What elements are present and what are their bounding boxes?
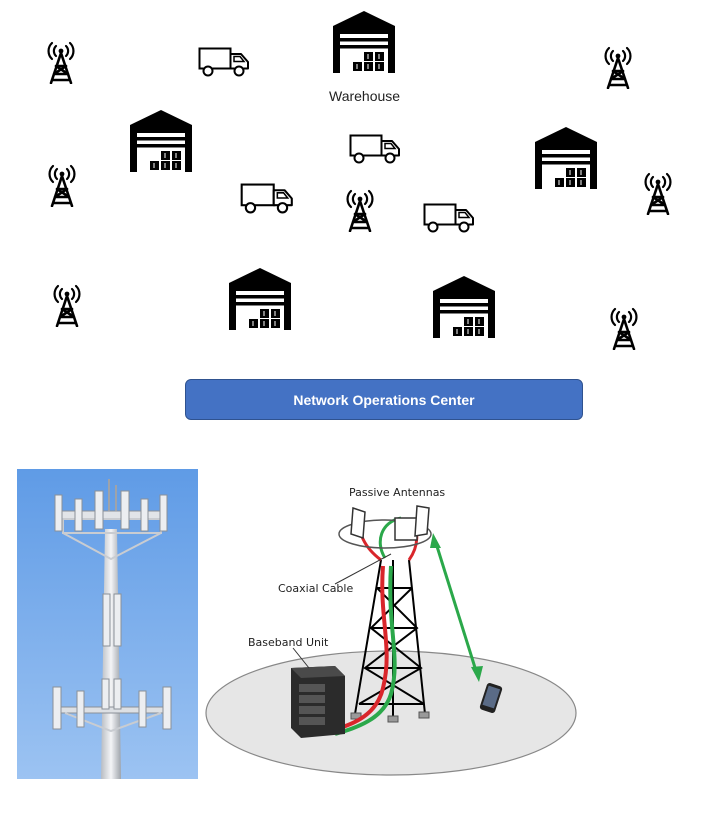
warehouse-icon (333, 11, 395, 73)
noc-label: Network Operations Center (293, 391, 475, 408)
warehouse-label: Warehouse (329, 88, 401, 104)
network-operations-center-box: Network Operations Center (185, 379, 583, 420)
cell-tower-photo (17, 469, 198, 779)
cell-tower-icon (641, 171, 675, 215)
cell-tower-icon (343, 188, 377, 232)
passive-antennas-label: Passive Antennas (349, 486, 445, 499)
warehouse-icon (433, 276, 495, 338)
cell-tower-icon (607, 306, 641, 350)
cell-tower-icon (45, 163, 79, 207)
truck-icon (423, 203, 475, 233)
warehouse-icon (229, 268, 291, 330)
warehouse-icon (535, 127, 597, 189)
truck-icon (349, 134, 401, 164)
truck-icon (240, 183, 294, 214)
truck-icon (198, 47, 250, 77)
warehouse-icon (130, 110, 192, 172)
baseband-unit-label: Baseband Unit (248, 636, 329, 649)
cell-tower-icon (44, 40, 78, 84)
coaxial-cable-label: Coaxial Cable (278, 582, 353, 595)
cell-tower-icon (50, 283, 84, 327)
antenna-schematic: Passive Antennas Coaxial Cable Baseband … (205, 478, 580, 778)
cell-tower-icon (601, 45, 635, 89)
